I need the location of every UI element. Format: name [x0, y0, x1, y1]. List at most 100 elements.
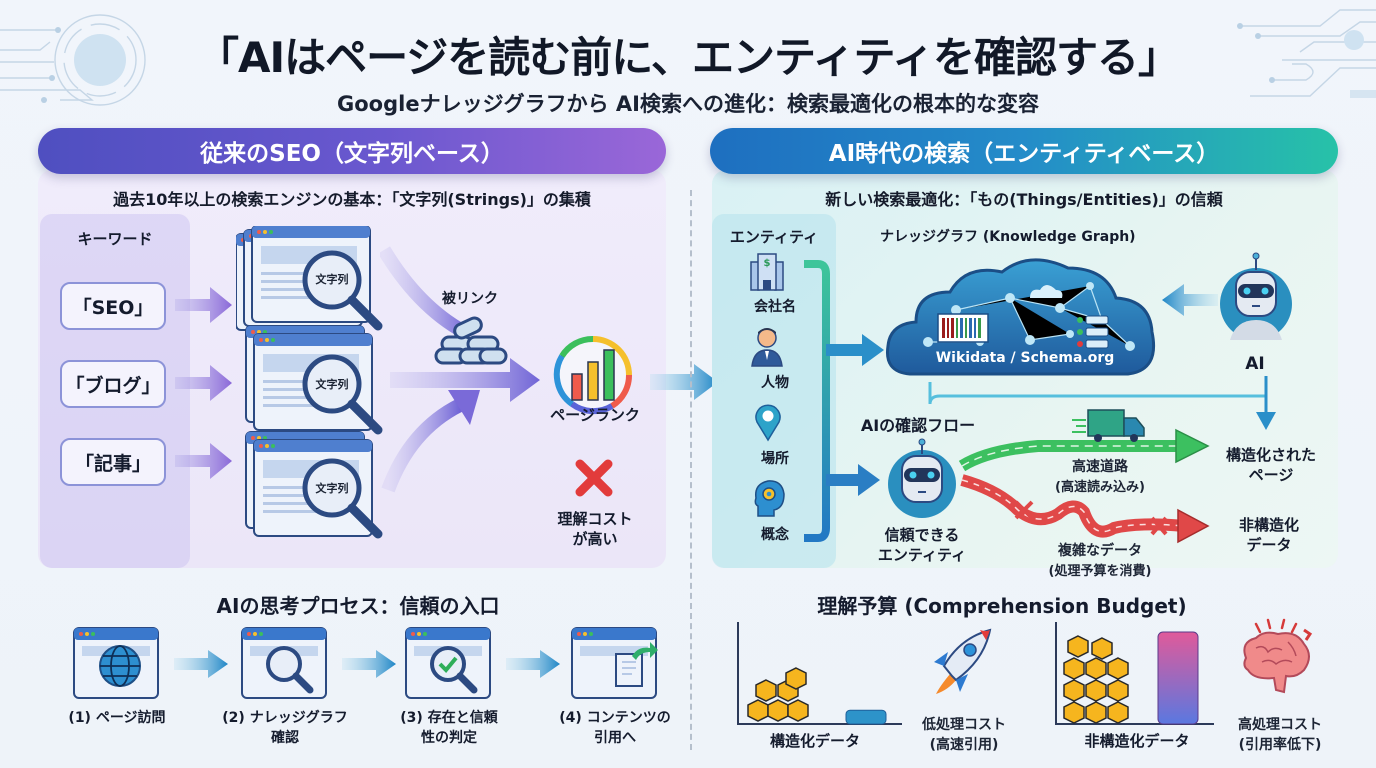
ai-search-subheading: 新しい検索最適化：「もの(Things/Entities)」の信頼	[825, 190, 1223, 209]
traditional-seo-subheading: 過去10年以上の検索エンジンの基本：「文字列(Strings)」の集積	[113, 190, 591, 209]
process-title: AIの思考プロセス：信頼の入口	[216, 594, 500, 618]
ai-robot-icon	[1220, 252, 1292, 340]
entities-title: エンティティ	[729, 228, 819, 246]
arrow-icon	[826, 334, 884, 366]
circuit-decoration-left	[0, 14, 146, 106]
keyword-blog: 「ブログ」	[60, 360, 166, 408]
arrow-icon	[390, 358, 540, 402]
kg-cloud-label: Wikidata / Schema.org	[935, 350, 1115, 366]
svg-text:$: $	[764, 258, 771, 269]
process-arrow-icon	[174, 650, 228, 678]
low-cost-line2: (高速引用)	[929, 737, 999, 753]
pagerank-chart-icon	[553, 335, 633, 415]
building-icon: $	[750, 253, 784, 291]
budget-title: 理解予算 (Comprehension Budget)	[817, 594, 1187, 618]
connector-lines	[928, 376, 1276, 430]
data-block	[1107, 657, 1129, 680]
cost-label-line1: 理解コスト	[557, 510, 633, 528]
data-block	[767, 699, 789, 722]
process-step-label: (4) コンテンツの	[559, 710, 671, 726]
knowledge-graph-cloud-icon	[885, 258, 1155, 376]
knowledge-graph-title: ナレッジグラフ (Knowledge Graph)	[880, 229, 1136, 245]
trusted-entity-line1: 信頼できる	[884, 526, 960, 544]
unstructured-data-line2: データ	[1246, 536, 1292, 554]
process-step-label: (1) ページ訪問	[68, 710, 166, 726]
magnifier-tag: 文字列	[315, 273, 349, 286]
magnifier-icon	[241, 627, 327, 699]
slow-road-line1: 複雑なデータ	[1058, 543, 1142, 559]
high-cost-line2: (引用率低下)	[1238, 737, 1322, 753]
truck-icon	[1072, 409, 1145, 442]
slow-road-arrowhead	[1177, 508, 1210, 544]
unstructured-data-label: 非構造化データ	[1084, 732, 1190, 750]
structured-page-line2: ページ	[1248, 466, 1294, 484]
data-block	[747, 699, 769, 722]
slow-road-line2: (処理予算を消費)	[1048, 564, 1152, 579]
process-arrow-icon	[506, 650, 560, 678]
pagerank-label: ページランク	[550, 406, 640, 424]
entity-person-label: 人物	[761, 375, 789, 391]
road-paths	[958, 428, 1210, 544]
unstructured-cost-bar	[1157, 631, 1199, 725]
data-block	[1107, 701, 1129, 724]
rocket-icon	[934, 628, 992, 694]
ai-search-heading: AI時代の検索（エンティティベース）	[710, 128, 1338, 174]
chain-link-icon	[434, 316, 508, 365]
magnifier-tag: 文字列	[315, 378, 349, 391]
process-step-label-line2: 確認	[271, 730, 299, 746]
magnifier-icon	[300, 352, 383, 435]
person-icon	[751, 328, 783, 367]
arrow-icon	[826, 464, 880, 496]
verification-robot-icon	[888, 438, 956, 518]
keyword-arrows	[175, 287, 232, 479]
high-cost-line1: 高処理コスト	[1238, 717, 1322, 733]
ai-label: AI	[1245, 354, 1265, 374]
entity-place-label: 場所	[761, 451, 789, 467]
arrow-icon	[175, 287, 232, 323]
keywords-title: キーワード	[77, 230, 153, 248]
process-step-label-line2: 引用へ	[594, 730, 636, 746]
keyword-seo: 「SEO」	[60, 282, 166, 330]
data-block	[1085, 701, 1107, 724]
trusted-entity-line2: エンティティ	[877, 546, 967, 564]
share-document-icon	[571, 627, 658, 699]
entity-bracket-arrows	[804, 260, 884, 542]
brain-icon	[1243, 618, 1313, 694]
magnifier-icon	[300, 456, 383, 539]
unstructured-budget-chart	[1055, 622, 1214, 725]
data-block	[1063, 657, 1085, 680]
check-magnifier-icon	[405, 627, 491, 699]
head-gear-icon	[754, 480, 785, 517]
ai-to-cloud-arrow-icon	[1162, 284, 1218, 316]
data-block	[1067, 635, 1089, 658]
process-step-label: (3) 存在と信頼	[400, 710, 498, 726]
process-arrow-icon	[342, 650, 396, 678]
structured-data-label: 構造化データ	[769, 732, 860, 750]
page-title: 「AIはページを読む前に、エンティティを確認する」	[197, 33, 1180, 82]
fast-road-line2: (高速読み込み)	[1055, 480, 1145, 495]
red-x-icon	[575, 459, 613, 497]
magnifier-tag: 文字列	[315, 482, 349, 495]
entity-concept-label: 概念	[761, 527, 789, 543]
fast-road-line1: 高速道路	[1072, 459, 1128, 475]
cost-label-line2: が高い	[572, 530, 618, 548]
fast-road-arrowhead	[1175, 428, 1210, 464]
verification-flow-title: AIの確認フロー	[860, 416, 976, 435]
x-mark-icon	[1150, 516, 1168, 536]
structured-budget-chart	[737, 622, 902, 725]
low-cost-line1: 低処理コスト	[922, 717, 1006, 733]
data-block	[1063, 679, 1085, 702]
magnifier-icon	[300, 248, 383, 331]
data-block	[1107, 679, 1129, 702]
data-block	[787, 699, 809, 722]
transition-arrow-icon	[650, 364, 718, 400]
unstructured-data-line1: 非構造化	[1238, 516, 1299, 534]
process-step-label-line2: 性の判定	[421, 730, 477, 746]
arrow-icon	[175, 365, 232, 401]
process-step-label: (2) ナレッジグラフ	[222, 710, 348, 726]
traditional-seo-heading: 従来のSEO（文字列ベース）	[38, 128, 666, 174]
page-subtitle: Googleナレッジグラフから AI検索への進化：検索最適化の根本的な変容	[337, 92, 1039, 116]
arrow-icon	[175, 443, 232, 479]
data-block	[1063, 701, 1085, 724]
entity-company-label: 会社名	[754, 299, 796, 315]
